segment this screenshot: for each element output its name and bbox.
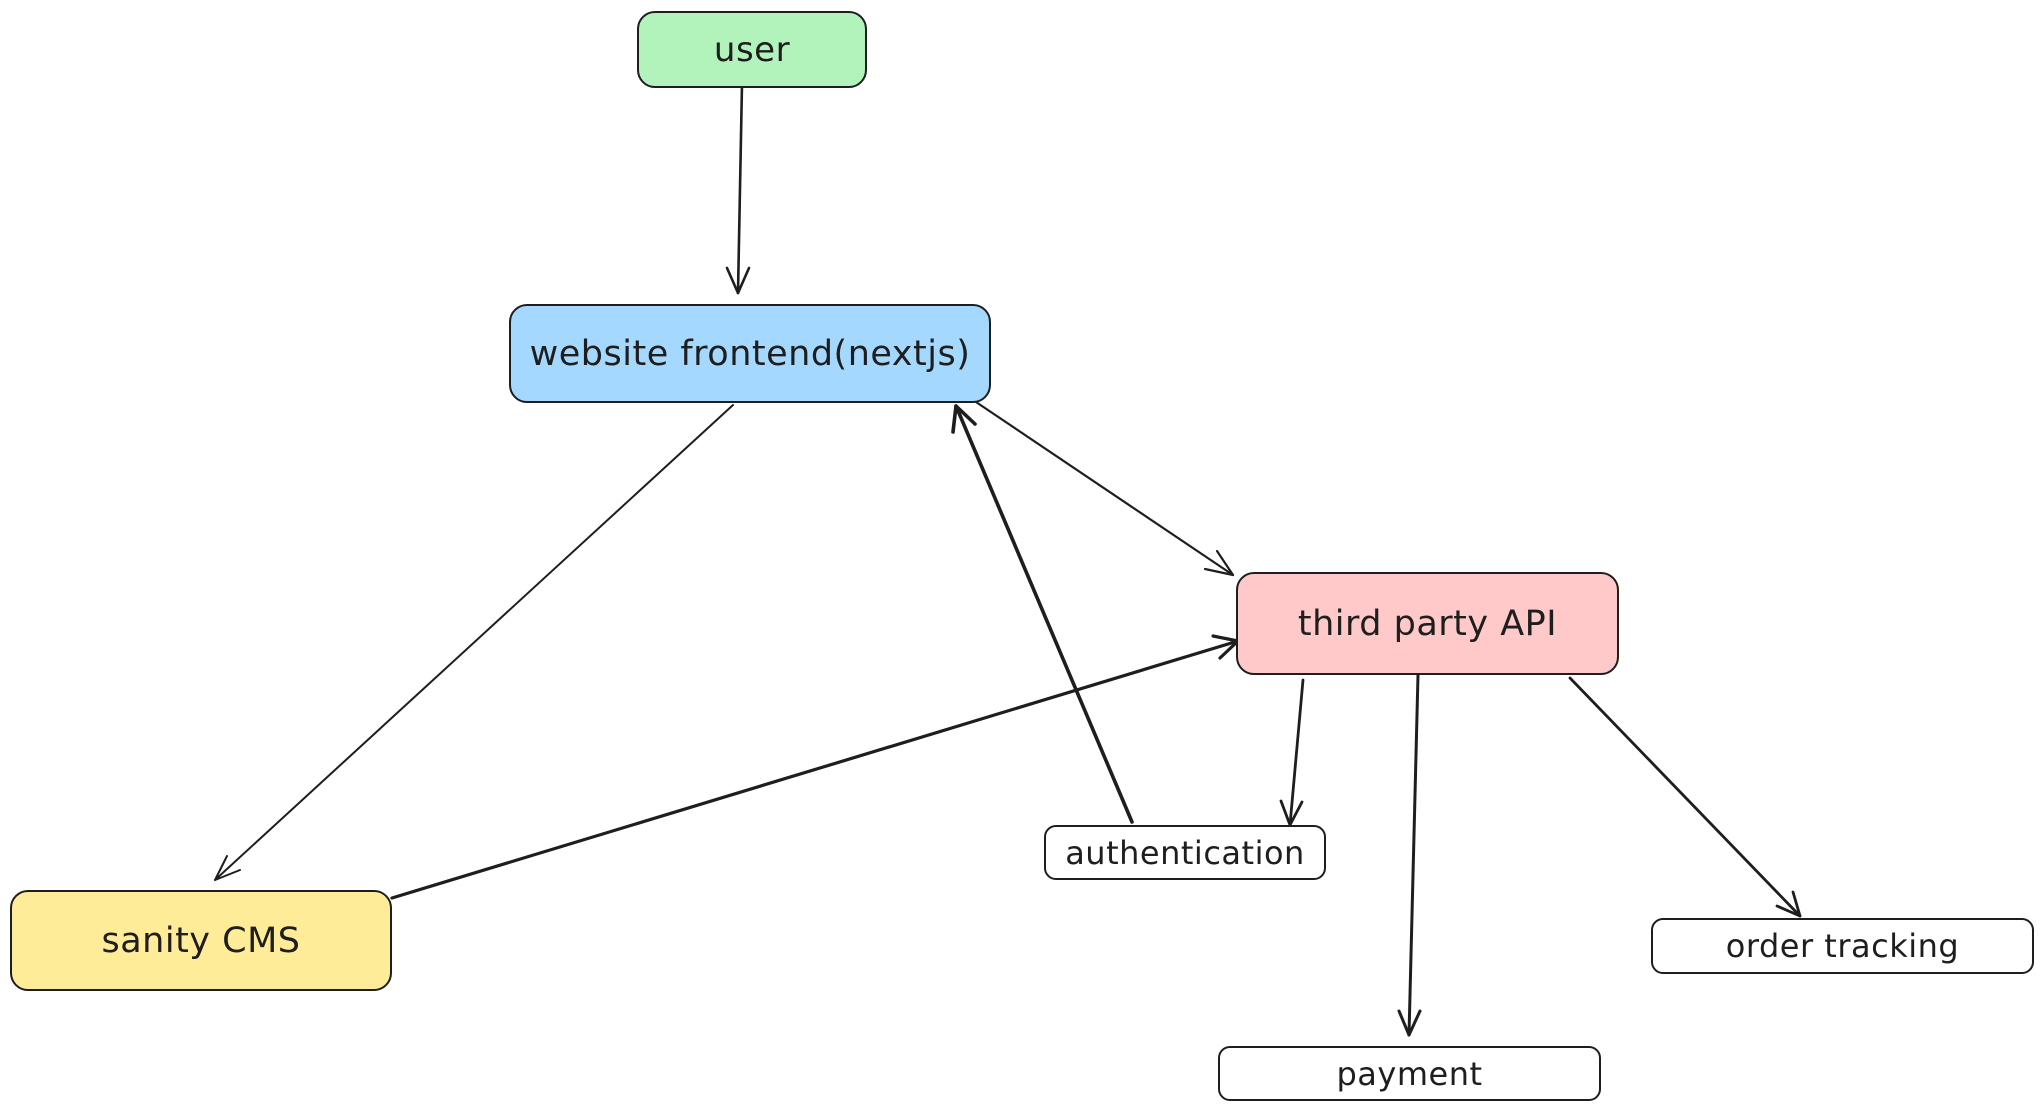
- node-payment-label: payment: [1336, 1054, 1483, 1093]
- edge-user-to-frontend: [725, 82, 751, 295]
- edge-api-to-tracking: [1568, 676, 1802, 918]
- edge-frontend-to-api: [974, 400, 1235, 577]
- node-payment[interactable]: payment: [1218, 1046, 1601, 1101]
- node-order-tracking[interactable]: order tracking: [1651, 918, 2034, 974]
- edge-auth-to-frontend: [951, 404, 1134, 824]
- node-sanity-cms-label: sanity CMS: [101, 920, 301, 961]
- node-third-party-api[interactable]: third party API: [1236, 572, 1619, 675]
- node-website-frontend-label: website frontend(nextjs): [529, 333, 971, 374]
- node-sanity-cms[interactable]: sanity CMS: [10, 890, 392, 991]
- node-third-party-api-label: third party API: [1297, 603, 1558, 644]
- node-website-frontend[interactable]: website frontend(nextjs): [509, 304, 991, 403]
- node-user[interactable]: user: [637, 11, 867, 88]
- edge-api-to-payment: [1397, 673, 1422, 1037]
- node-user-label: user: [713, 29, 791, 70]
- node-order-tracking-label: order tracking: [1725, 927, 1960, 965]
- node-authentication[interactable]: authentication: [1044, 825, 1326, 880]
- edge-api-to-auth: [1279, 678, 1305, 827]
- edge-frontend-to-cms: [214, 404, 734, 881]
- node-authentication-label: authentication: [1065, 833, 1305, 872]
